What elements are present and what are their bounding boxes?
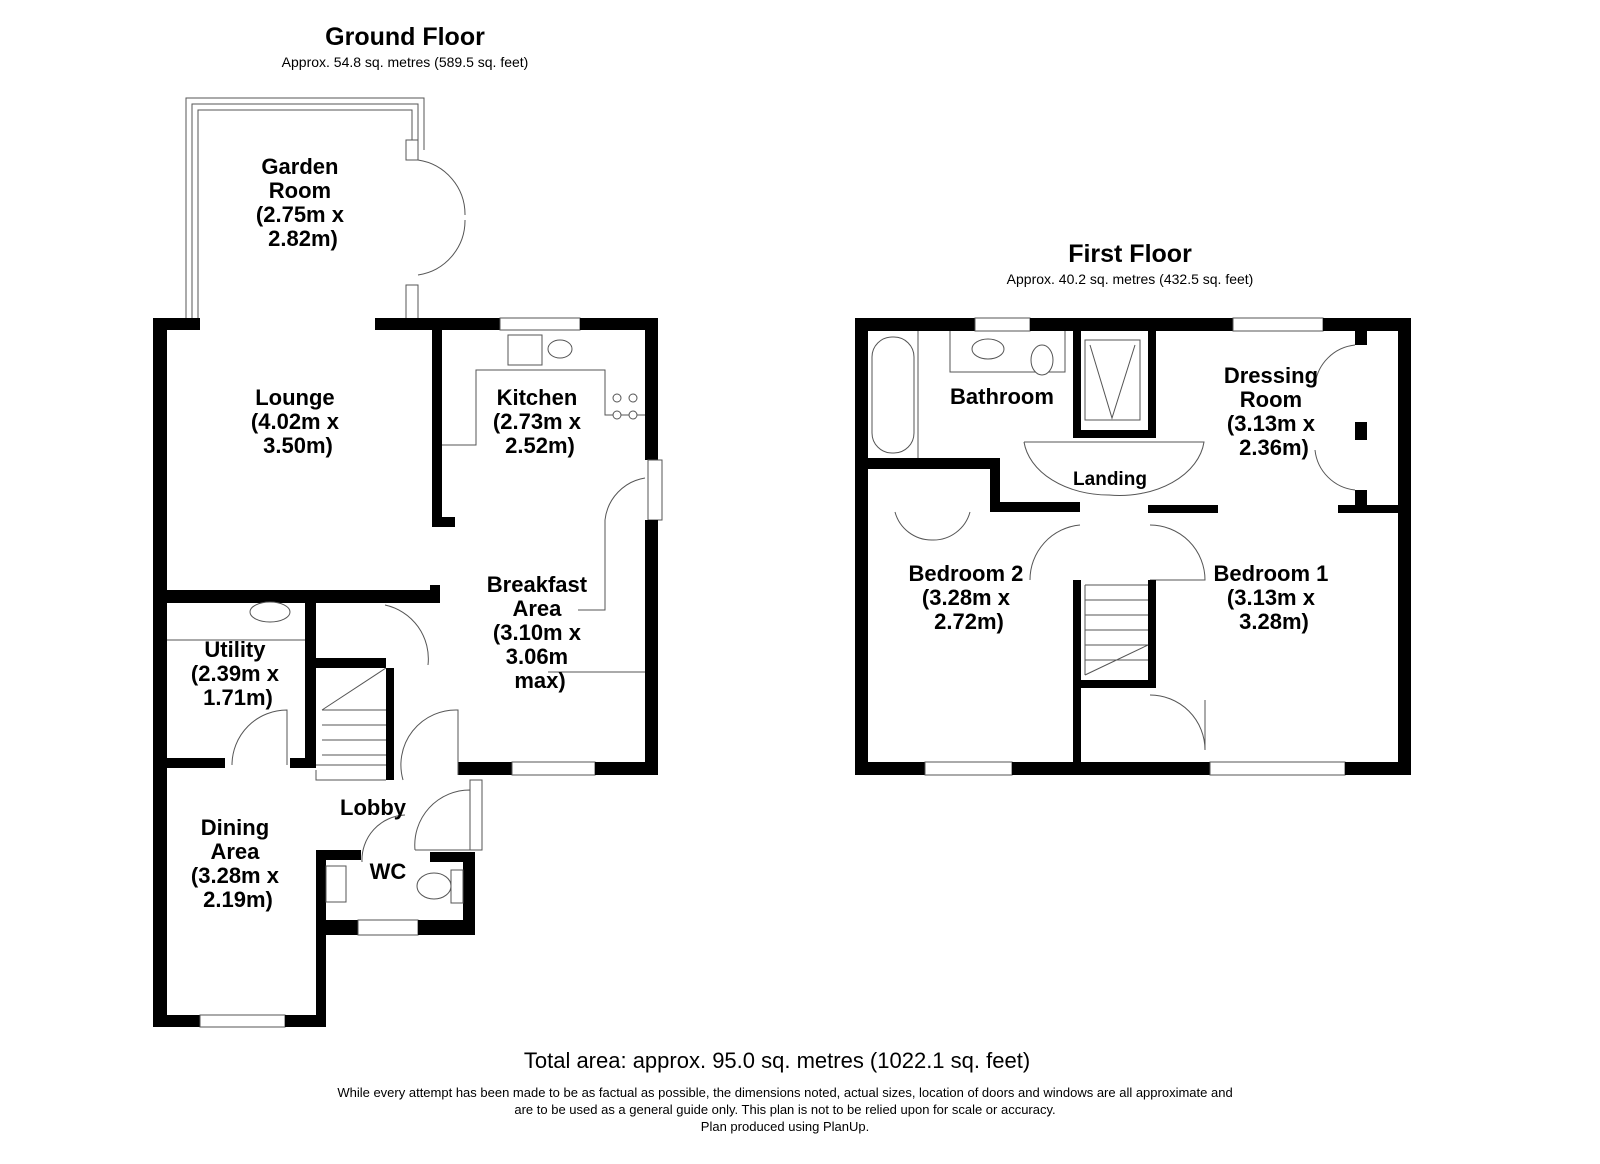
room-label-garden-room: Garden Room (2.75m x 2.82m) — [256, 154, 350, 251]
utility-sink — [249, 601, 291, 623]
room-label-bedroom-2: Bedroom 2 (3.28m x 2.72m) — [908, 561, 1029, 634]
shower-icon — [1084, 339, 1141, 421]
room-label-lobby: Lobby — [340, 795, 407, 820]
toilet-icon — [1030, 344, 1054, 376]
wardrobe-doors — [894, 511, 971, 541]
door-swing — [400, 709, 459, 781]
room-label-landing: Landing — [1073, 469, 1147, 490]
door-swing — [361, 789, 471, 863]
room-label-dressing-room: Dressing Room (3.13m x 2.36m) — [1224, 363, 1324, 460]
plan-credit: Plan produced using PlanUp. — [701, 1119, 869, 1134]
room-label-bathroom: Bathroom — [950, 384, 1054, 409]
garden-door-jamb — [405, 139, 419, 161]
total-area: Total area: approx. 95.0 sq. metres (102… — [524, 1048, 1030, 1073]
garden-door-jamb — [405, 284, 419, 321]
ground-floor-plan — [153, 97, 663, 1028]
disclaimer-line-2: are to be used as a general guide only. … — [514, 1102, 1055, 1117]
first-floor-title: First Floor — [1068, 240, 1192, 268]
kitchen-units — [442, 369, 646, 673]
door-swing — [1029, 524, 1206, 751]
wardrobe-doors — [1314, 344, 1356, 491]
door-swing — [231, 604, 429, 766]
first-floor-plan — [855, 317, 1411, 776]
ground-floor-area: Approx. 54.8 sq. metres (589.5 sq. feet) — [282, 54, 529, 70]
room-label-lounge: Lounge (4.02m x 3.50m) — [251, 385, 345, 458]
window — [499, 317, 581, 331]
room-label-utility: Utility (2.39m x 1.71m) — [191, 637, 285, 710]
french-doors — [417, 159, 466, 276]
staircase — [1084, 584, 1149, 676]
toilet-icon — [416, 872, 452, 900]
window — [511, 761, 596, 776]
wc-basin — [325, 865, 347, 903]
hob-icon — [612, 393, 622, 403]
garden-room-glazing — [185, 97, 425, 318]
staircase — [315, 667, 387, 781]
door-swing — [1023, 441, 1205, 496]
room-label-breakfast-area: Breakfast Area (3.10m x 3.06m max) — [487, 572, 593, 693]
room-label-kitchen: Kitchen (2.73m x 2.52m) — [493, 385, 587, 458]
door-frame — [647, 459, 663, 521]
bathroom-sink — [971, 338, 1005, 360]
disclaimer-line-1: While every attempt has been made to be … — [337, 1085, 1232, 1100]
bath-icon — [871, 336, 915, 454]
ground-floor-title: Ground Floor — [325, 23, 485, 51]
room-label-bedroom-1: Bedroom 1 (3.13m x 3.28m) — [1213, 561, 1334, 634]
first-floor-area: Approx. 40.2 sq. metres (432.5 sq. feet) — [1007, 271, 1254, 287]
kitchen-sink — [547, 339, 573, 359]
room-label-wc: WC — [370, 859, 407, 884]
room-label-dining-area: Dining Area (3.28m x 2.19m) — [191, 815, 285, 912]
